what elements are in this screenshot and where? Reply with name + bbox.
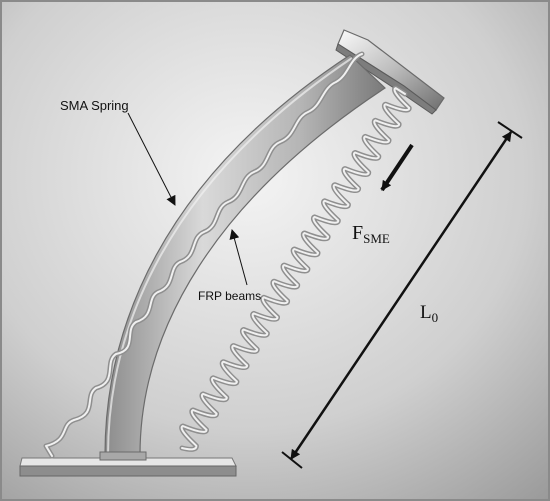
sma-spring-label: SMA Spring [60, 98, 129, 113]
top-end-plate [335, 29, 445, 115]
frp-beams-leader-line [229, 229, 248, 286]
length-tick-bottom [281, 451, 303, 469]
sma-spring-left-highlight [45, 53, 363, 457]
sma-spring-leader-line [127, 112, 176, 206]
length-arrow [289, 131, 513, 460]
frp-beam [99, 54, 386, 461]
frp-beams-label: FRP beams [198, 289, 261, 303]
length-dimension [281, 121, 523, 469]
length-tick-top [497, 121, 523, 139]
length-label: L0 [420, 302, 438, 325]
base-plate [19, 457, 237, 477]
